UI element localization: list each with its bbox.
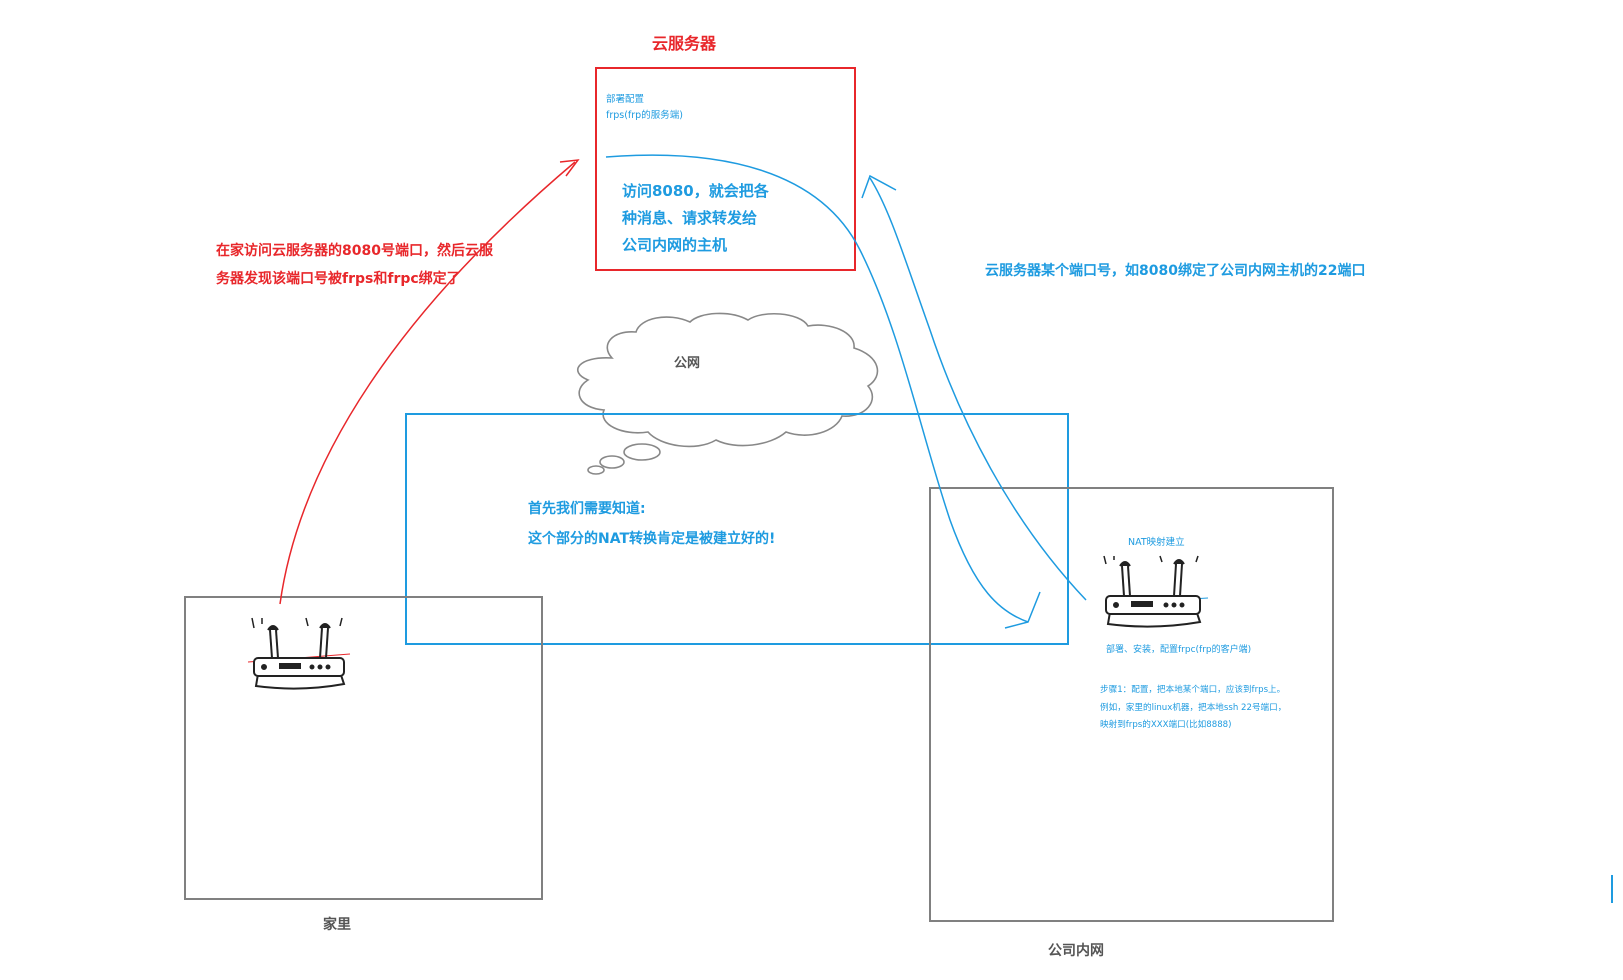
company-caption: 公司内网	[1048, 943, 1104, 959]
frps-deploy-line2: frps(frp的服务端)	[606, 110, 683, 121]
frps-deploy-label: 部署配置 frps(frp的服务端)	[606, 92, 683, 124]
nat-note-box	[405, 413, 1069, 645]
nat-note-line1: 首先我们需要知道:	[528, 501, 646, 517]
step1-line3: 映射到frps的XXX端口(比如8888)	[1100, 720, 1232, 730]
home-box	[184, 596, 543, 900]
step1-note: 步骤1：配置，把本地某个端口，应该到frps上。 例如，家里的linux机器，把…	[1100, 682, 1286, 735]
frps-deploy-line1: 部署配置	[606, 94, 645, 105]
nat-mapping-label: NAT映射建立	[1128, 537, 1185, 548]
access-8080-line3: 公司内网的主机	[622, 236, 728, 254]
access-8080-note: 访问8080，就会把各 种消息、请求转发给 公司内网的主机	[622, 178, 769, 259]
company-router-icon	[1103, 555, 1209, 628]
access-8080-line2: 种消息、请求转发给	[622, 209, 758, 227]
home-access-line2: 务器发现该端口号被frps和frpc绑定了	[216, 271, 461, 287]
step1-line2: 例如，家里的linux机器，把本地ssh 22号端口，	[1100, 702, 1287, 713]
home-access-note: 在家访问云服务器的8080号端口，然后云服 务器发现该端口号被frps和frpc…	[216, 237, 493, 293]
access-8080-line1: 访问8080，就会把各	[622, 182, 769, 200]
cloud-to-company-arrow	[605, 154, 1041, 629]
home-to-cloud-arrow	[279, 159, 580, 605]
company-box	[929, 487, 1334, 922]
port-binding-note: 云服务器某个端口号，如8080绑定了公司内网主机的22端口	[985, 263, 1366, 279]
home-access-line1: 在家访问云服务器的8080号端口，然后云服	[216, 243, 493, 259]
home-router-icon	[247, 617, 351, 690]
nat-note-line2: 这个部分的NAT转换肯定是被建立好的!	[528, 531, 776, 547]
nat-note: 首先我们需要知道: 这个部分的NAT转换肯定是被建立好的!	[528, 494, 775, 554]
company-to-cloud-arrow	[861, 174, 1087, 601]
text-cursor	[1611, 875, 1613, 903]
step1-line1: 步骤1：配置，把本地某个端口，应该到frps上。	[1100, 685, 1286, 695]
cloud-server-box	[595, 67, 856, 271]
public-network-label: 公网	[674, 356, 701, 371]
home-caption: 家里	[323, 917, 351, 933]
cloud-server-title: 云服务器	[652, 34, 717, 53]
frpc-deploy-label: 部署、安装，配置frpc(frp的客户端)	[1106, 645, 1252, 655]
public-network-cloud-icon	[576, 312, 879, 475]
